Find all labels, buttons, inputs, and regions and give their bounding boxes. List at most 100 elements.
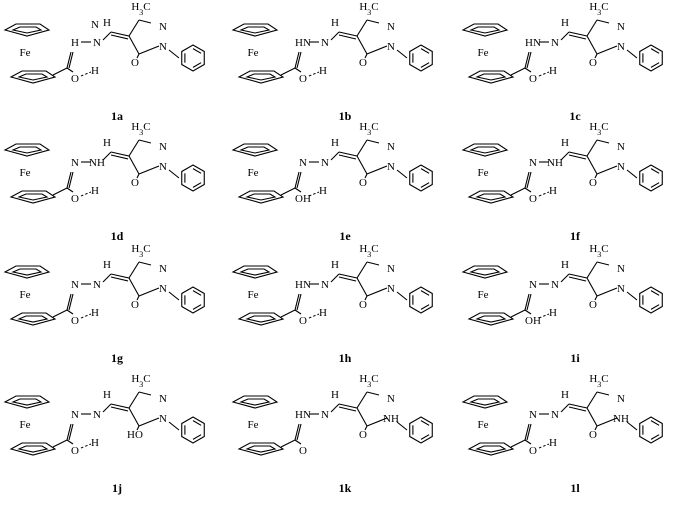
pyrazolone-bond	[138, 139, 152, 144]
pyrazolone-bond	[586, 19, 598, 37]
hbond-h-label: H	[91, 437, 99, 449]
cp-ring-bottom-inner	[17, 445, 49, 453]
ring-n1-label: N	[617, 21, 625, 33]
vinyl-h-label: H	[561, 137, 569, 149]
amide-oxygen-label: O	[529, 73, 537, 85]
phenyl-ring	[639, 44, 663, 72]
iron-label: Fe	[478, 289, 489, 301]
bond	[52, 187, 68, 196]
bond	[338, 34, 357, 40]
cp-ring-top-inner	[239, 146, 271, 154]
bond	[568, 406, 587, 412]
bond	[330, 273, 340, 283]
linker-n1-label: N	[529, 157, 537, 169]
amide-oxygen-label: OH	[525, 315, 541, 327]
pyrazolone-bond	[356, 19, 368, 37]
pyrazolone-bond	[596, 261, 610, 266]
compound-label: 1f	[570, 229, 581, 243]
cp-ring-bottom	[467, 312, 515, 326]
compound-label: 1b	[339, 109, 352, 123]
phenyl-ring	[639, 416, 663, 444]
pyrazolone-bond	[138, 391, 152, 396]
methyl-label: H3C	[359, 1, 378, 17]
ring-n2-label: N	[387, 41, 395, 53]
bond	[102, 31, 112, 41]
bond	[338, 276, 357, 282]
bond	[168, 291, 180, 301]
amide-oxygen-label: O	[299, 315, 307, 327]
pyrazolone-bond	[366, 287, 388, 297]
hydrogen-bond	[538, 191, 550, 197]
pyrazolone-bond	[596, 391, 610, 396]
cp-ring-bottom-inner	[475, 315, 507, 323]
cp-ring-top	[3, 143, 51, 157]
linker-n3-label: N	[91, 19, 99, 31]
ring-n2-label: N	[387, 283, 395, 295]
bond	[524, 423, 530, 441]
cp-ring-bottom	[9, 70, 57, 84]
cp-ring-top-inner	[11, 268, 43, 276]
bond	[524, 187, 532, 193]
aromatic-bond	[192, 182, 202, 188]
pyrazolone-bond	[138, 165, 160, 175]
cp-ring-bottom-inner	[245, 73, 277, 81]
linker-n1-label: HN	[295, 279, 311, 291]
bond	[626, 291, 638, 301]
bond	[168, 49, 180, 59]
ring-n2-label: N	[159, 283, 167, 295]
bond	[568, 151, 588, 157]
cp-ring-top	[231, 143, 279, 157]
bond	[524, 171, 530, 189]
aromatic-bond	[420, 168, 430, 174]
vinyl-h-label: H	[103, 137, 111, 149]
bond	[526, 293, 532, 311]
hydrogen-bond	[80, 191, 92, 197]
vinyl-h-label: H	[561, 17, 569, 29]
bond	[52, 439, 68, 448]
pyrazolone-bond	[586, 155, 598, 175]
cp-ring-bottom-inner	[245, 193, 277, 201]
vinyl-h-label: H	[103, 259, 111, 271]
hydrogen-bond	[538, 71, 550, 77]
bond	[136, 173, 140, 179]
bond	[66, 171, 72, 189]
compound-label: 1j	[112, 481, 122, 495]
aromatic-bond	[420, 62, 430, 68]
methyl-label: H3C	[359, 373, 378, 389]
bond	[68, 51, 74, 69]
bond	[52, 67, 68, 76]
cp-ring-bottom	[9, 190, 57, 204]
linker-n2-label: N	[93, 409, 101, 421]
pyrazolone-bond	[128, 277, 140, 297]
amide-oxygen-label: O	[71, 193, 79, 205]
phenyl-ring	[409, 164, 433, 192]
aromatic-bond	[192, 290, 202, 296]
amide-oxygen-label: O	[71, 315, 79, 327]
bond	[364, 425, 368, 431]
cp-ring-bottom	[237, 442, 285, 456]
methyl-label: H3C	[131, 1, 150, 17]
bond	[66, 187, 74, 193]
ring-oxygen-label: O	[131, 57, 139, 69]
bond	[280, 67, 296, 76]
pyrazolone-bond	[138, 417, 160, 427]
bond	[280, 439, 296, 448]
iron-label: Fe	[248, 167, 259, 179]
cp-ring-top-inner	[469, 268, 501, 276]
pyrazolone-bond	[356, 277, 368, 297]
hydrogen-bond	[308, 191, 320, 197]
bond	[568, 403, 588, 409]
hbond-h-label: H	[319, 307, 327, 319]
bond	[102, 403, 112, 413]
aromatic-bond	[192, 168, 202, 174]
compound-label: 1d	[111, 229, 124, 243]
bond	[110, 34, 129, 40]
aromatic-bond	[192, 420, 202, 426]
bond	[168, 169, 180, 179]
bond	[526, 171, 532, 189]
iron-label: Fe	[20, 289, 31, 301]
cp-ring-bottom-inner	[245, 315, 277, 323]
bond	[560, 403, 570, 413]
ring-n1-label: N	[617, 263, 625, 275]
cp-ring-bottom-inner	[475, 193, 507, 201]
